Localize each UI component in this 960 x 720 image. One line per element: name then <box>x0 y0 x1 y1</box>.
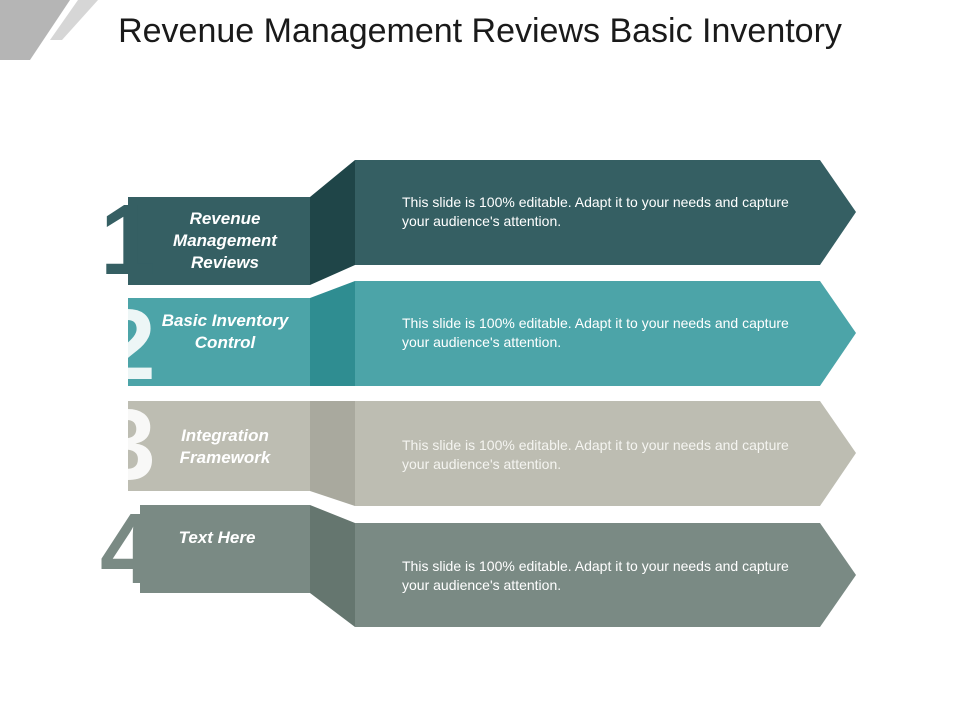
step-text-1: This slide is 100% editable. Adapt it to… <box>402 194 789 229</box>
step-tab-4 <box>140 505 310 593</box>
step-label-2: Basic Inventory Control <box>161 311 289 352</box>
step-arrow-4 <box>355 523 856 627</box>
step-number-1: 1 <box>100 184 156 296</box>
step-row-4: 4 Text Here This slide is 100% editable.… <box>0 499 960 635</box>
step-arrow-2 <box>355 281 856 386</box>
step-shape-2 <box>128 281 856 386</box>
step-shape-3 <box>128 401 856 506</box>
step-fold-3 <box>310 401 355 506</box>
step-number-3: 3 <box>100 389 156 501</box>
step-fold-2 <box>310 281 355 386</box>
step-number-2: 2 <box>100 289 156 401</box>
step-tab-2 <box>128 298 310 386</box>
step-row-2: 2 Basic Inventory Control This slide is … <box>0 281 960 411</box>
step-arrow-1 <box>355 160 856 265</box>
step-label-1: Revenue Management Reviews <box>173 209 277 272</box>
corner-decoration <box>0 0 98 60</box>
step-text-3: This slide is 100% editable. Adapt it to… <box>402 437 789 472</box>
step-shape-4 <box>140 505 856 627</box>
step-label-4: Text Here <box>178 528 256 547</box>
step-text-4: This slide is 100% editable. Adapt it to… <box>402 558 789 593</box>
step-tab-1 <box>128 197 310 285</box>
step-text-2: This slide is 100% editable. Adapt it to… <box>402 315 789 350</box>
step-fold-1 <box>310 160 355 285</box>
step-shape-1 <box>128 160 856 285</box>
step-tab-3 <box>128 401 310 491</box>
step-number-4: 4 <box>100 493 156 605</box>
step-arrow-3 <box>355 401 856 506</box>
slide-title: Revenue Management Reviews Basic Invento… <box>118 12 842 50</box>
step-fold-4 <box>310 505 355 627</box>
step-label-3: Integration Framework <box>179 426 271 467</box>
step-row-1: 1 Revenue Management Reviews This slide … <box>0 160 960 290</box>
step-row-3: 3 Integration Framework This slide is 10… <box>0 395 960 531</box>
